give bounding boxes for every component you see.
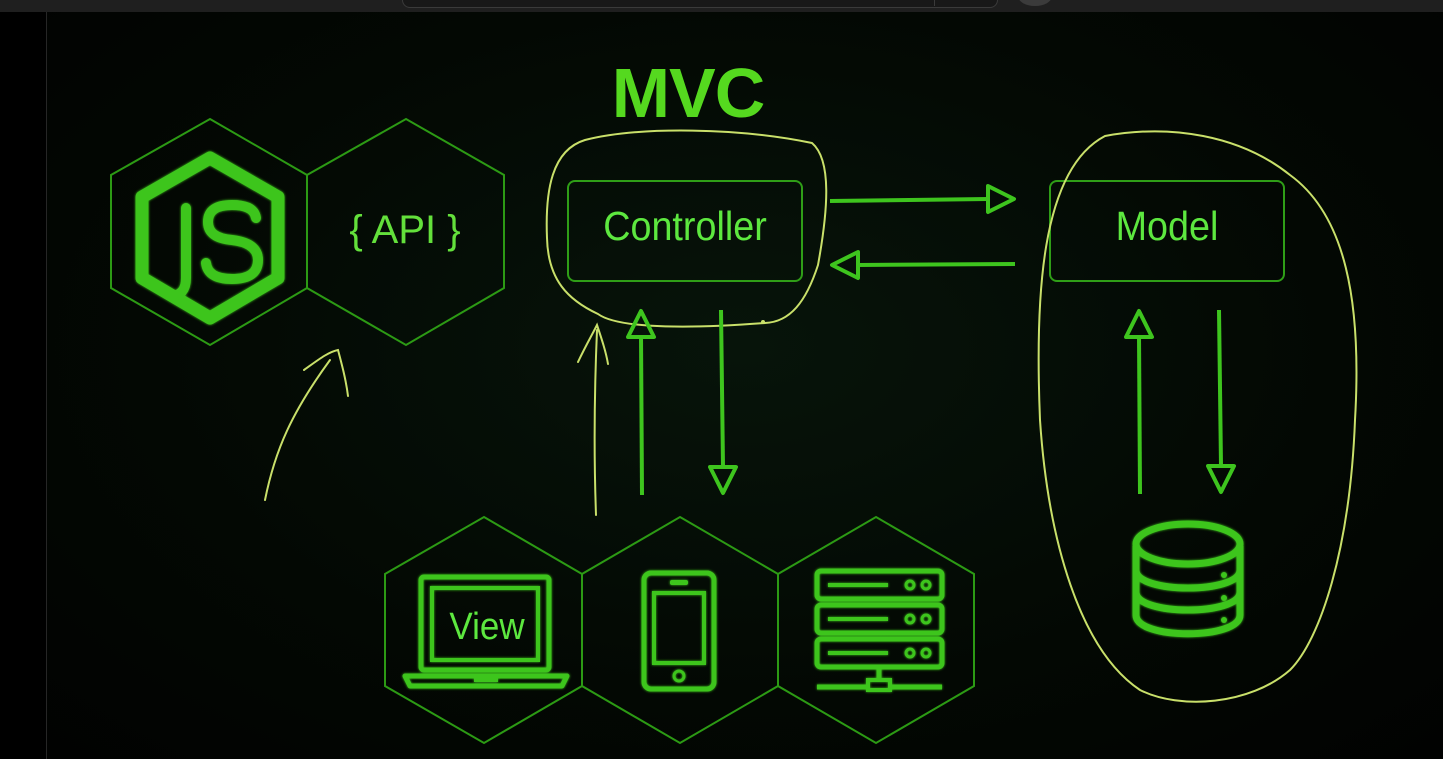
gutter-divider [46,12,47,759]
controller-annotation-outline [545,129,828,328]
nodejs-icon [135,151,285,325]
api-label: { API } [349,208,461,252]
smartphone-icon [641,570,717,692]
left-gutter [0,12,46,759]
api-hexagon [306,117,505,347]
annotation-dot [761,320,765,324]
arrow-view-to-controller [626,309,656,496]
arrow-controller-to-model [829,184,1016,214]
top-bar [0,0,1443,12]
arrow-controller-to-view [708,309,738,495]
diagram-title: MVC [611,54,766,132]
arrow-database-to-model [1124,309,1154,495]
model-label: Model [1115,203,1219,249]
server-rack-icon [814,568,945,692]
arrow-model-to-controller [830,250,1016,280]
annotation-arrow-to-controller [577,322,609,516]
phone-hexagon [581,515,779,745]
laptop-icon [402,574,570,689]
model-annotation-outline [1037,130,1358,703]
arrow-model-to-database [1206,309,1236,494]
top-search-divider [934,0,935,6]
server-hexagon [777,515,975,745]
controller-label: Controller [603,203,767,249]
top-round-button[interactable] [1018,0,1052,6]
database-icon [1132,520,1244,638]
view-label: View [449,606,525,648]
controller-box [567,180,803,282]
annotation-arrow-to-api [264,348,349,501]
